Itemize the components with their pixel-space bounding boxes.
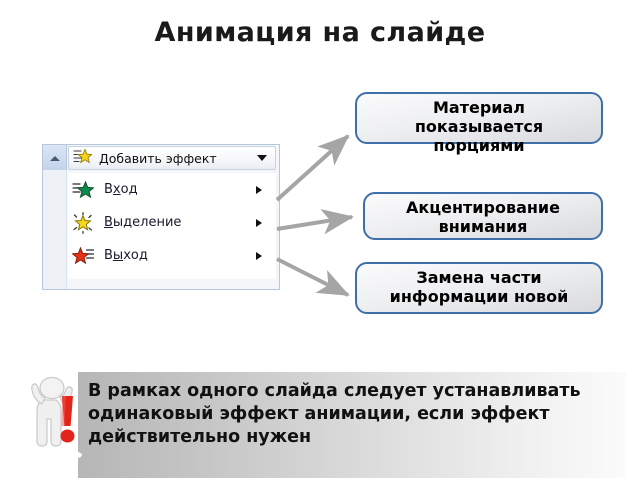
- caret-right-icon: [256, 251, 262, 260]
- yellow-star-emphasis-icon: [68, 211, 98, 234]
- menu-item-entrance-label: Вход: [104, 182, 138, 197]
- caret-down-icon[interactable]: [257, 155, 267, 161]
- callout-attention-emphasis: Акцентирование внимания: [363, 192, 603, 240]
- person-with-exclamation-mark-icon: [30, 376, 82, 461]
- arrow-entrance-to-callout-1: [275, 134, 350, 202]
- green-star-entrance-icon: [68, 180, 98, 200]
- callout-replace-information: Замена части информации новой: [355, 262, 603, 314]
- triangle-up-icon: [50, 156, 60, 161]
- menu-item-exit-label: Выход: [104, 248, 148, 263]
- menu-item-emphasis-label: Выделение: [104, 215, 182, 230]
- yellow-star-add-effect-icon: [73, 147, 93, 169]
- menu-item-entrance[interactable]: Вход: [68, 173, 276, 206]
- add-effect-label: Добавить эффект: [99, 150, 217, 166]
- caret-right-icon: [256, 185, 262, 194]
- menu-item-emphasis[interactable]: Выделение: [68, 206, 276, 239]
- menu-item-exit[interactable]: Выход: [68, 239, 276, 272]
- task-pane-collapse-strip[interactable]: [43, 145, 67, 170]
- arrow-exit-to-callout-3: [276, 257, 350, 297]
- menu-left-rail: [43, 170, 67, 289]
- effect-menu-list: Вход: [68, 173, 276, 279]
- add-effect-menu-panel: Добавить эффект Вход: [42, 144, 280, 290]
- page-title: Анимация на слайде: [154, 17, 486, 48]
- callout-material-portions: Материал показывается порциями: [355, 92, 603, 155]
- red-star-exit-icon: [68, 246, 98, 266]
- add-effect-button[interactable]: Добавить эффект: [68, 146, 276, 170]
- caret-right-icon: [256, 218, 262, 227]
- arrow-emphasis-to-callout-2: [276, 209, 354, 235]
- note-text-box: В рамках одного слайда следует устанавли…: [78, 372, 626, 478]
